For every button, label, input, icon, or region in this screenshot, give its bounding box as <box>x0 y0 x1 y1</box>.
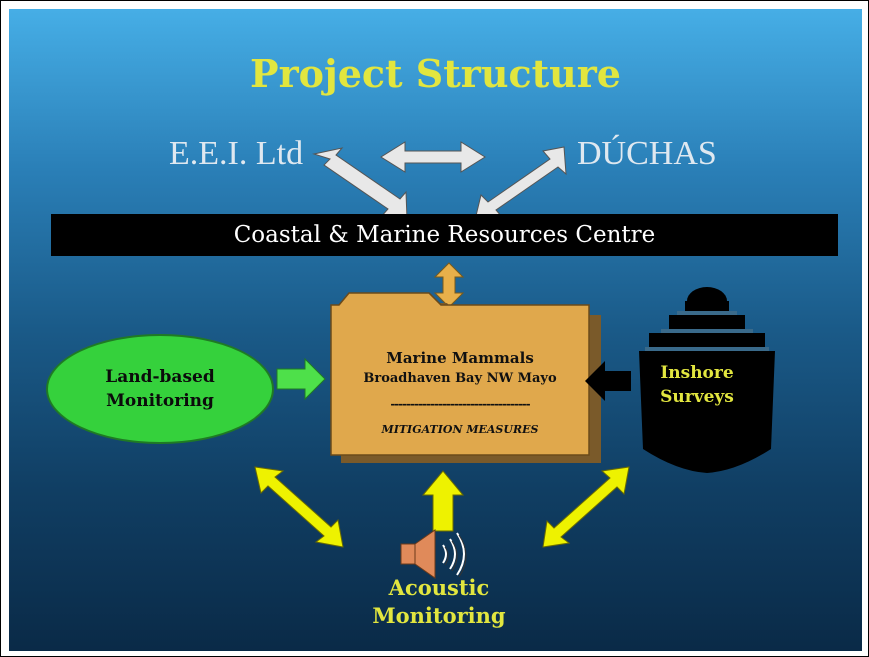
inshore-surveys-label: Inshore Surveys <box>660 363 734 407</box>
folder-divider: ----------------------------------- <box>390 397 530 411</box>
ship-icon <box>639 287 775 473</box>
folder-measures: MITIGATION MEASURES <box>381 423 539 436</box>
folder-icon <box>330 292 601 463</box>
slide-title: Project Structure <box>250 51 621 96</box>
party-duchas: DÚCHAS <box>577 135 717 172</box>
arrow-ship-to-acoustic <box>542 466 630 548</box>
arrow-land-to-folder <box>276 357 326 401</box>
arrow-eei-duchas <box>380 141 486 173</box>
diagram-shapes <box>254 141 775 579</box>
arrow-centre-folder <box>433 262 465 308</box>
arrow-land-to-acoustic <box>254 466 344 548</box>
slide: Project Structure E.E.I. Ltd DÚCHAS Coas… <box>9 9 862 651</box>
land-based-monitoring: Land-based Monitoring <box>46 334 274 444</box>
party-eei: E.E.I. Ltd <box>169 135 304 172</box>
folder-subheading: Broadhaven Bay NW Mayo <box>363 371 557 386</box>
folder-content: Marine Mammals Broadhaven Bay NW Mayo --… <box>331 347 589 441</box>
centre-bar: Coastal & Marine Resources Centre <box>51 214 838 256</box>
folder-heading: Marine Mammals <box>386 349 534 367</box>
arrow-duchas-to-centre <box>474 146 567 221</box>
arrow-acoustic-to-folder <box>421 470 465 532</box>
arrow-ship-to-folder <box>585 361 631 401</box>
acoustic-monitoring-label: Acoustic Monitoring <box>372 575 506 628</box>
speaker-icon <box>400 529 467 579</box>
